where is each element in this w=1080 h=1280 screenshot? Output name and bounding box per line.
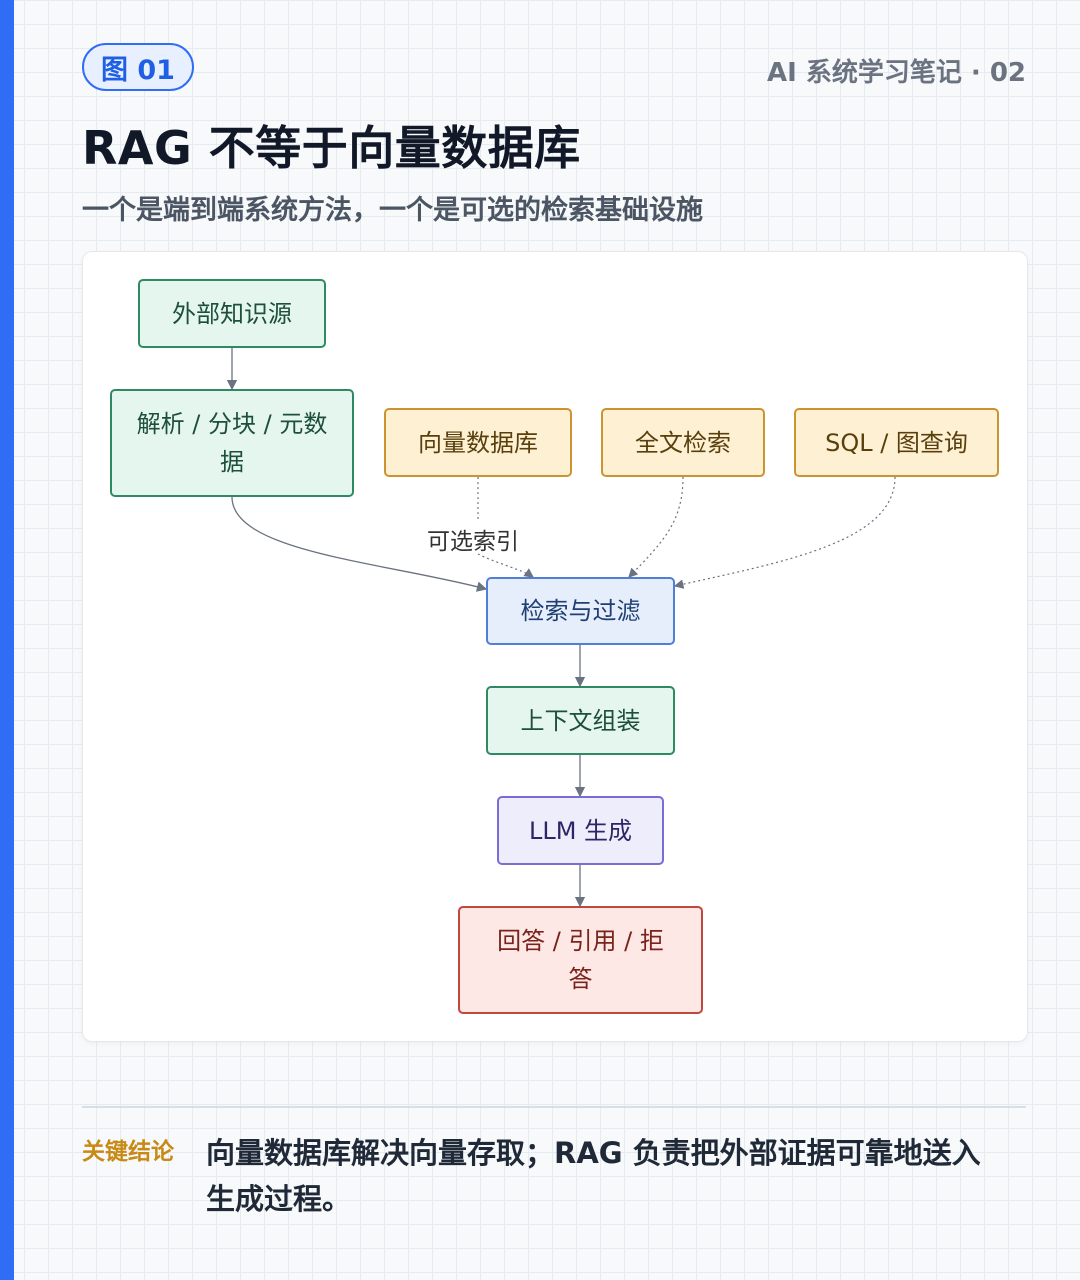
node-sql-graph-query: SQL / 图查询 — [794, 408, 999, 477]
edge-parse-to-retrieve — [231, 496, 488, 592]
node-fulltext-search: 全文检索 — [601, 408, 765, 477]
node-knowledge-source: 外部知识源 — [138, 279, 326, 348]
figure-badge: 图 01 — [82, 43, 194, 91]
node-vector-database: 向量数据库 — [384, 408, 572, 477]
conclusion-label: 关键结论 — [82, 1139, 174, 1165]
node-parse-chunk-metadata: 解析 / 分块 / 元数据 — [110, 389, 354, 497]
left-accent-bar — [0, 0, 14, 1280]
node-retrieve-filter: 检索与过滤 — [486, 577, 675, 645]
page-subtitle: 一个是端到端系统方法，一个是可选的检索基础设施 — [82, 195, 703, 226]
conclusion-text: 向量数据库解决向量存取；RAG 负责把外部证据可靠地送入生成过程。 — [206, 1136, 981, 1216]
edge-vector-to-retrieve — [477, 476, 533, 577]
node-llm-generate: LLM 生成 — [497, 796, 664, 865]
diagram-card: 外部知识源 解析 / 分块 / 元数据 向量数据库 全文检索 SQL / 图查询… — [82, 251, 1028, 1042]
section-divider — [82, 1106, 1026, 1108]
page-title: RAG 不等于向量数据库 — [82, 121, 581, 175]
node-context-assembly: 上下文组装 — [486, 686, 675, 755]
edge-label-optional-index: 可选索引 — [427, 529, 519, 555]
series-label: AI 系统学习笔记 · 02 — [766, 58, 1026, 88]
diagram-edges — [226, 348, 896, 908]
edge-sql-to-retrieve — [673, 476, 896, 589]
edge-fulltext-to-retrieve — [628, 476, 684, 578]
node-answer-cite-refuse: 回答 / 引用 / 拒答 — [458, 906, 703, 1014]
